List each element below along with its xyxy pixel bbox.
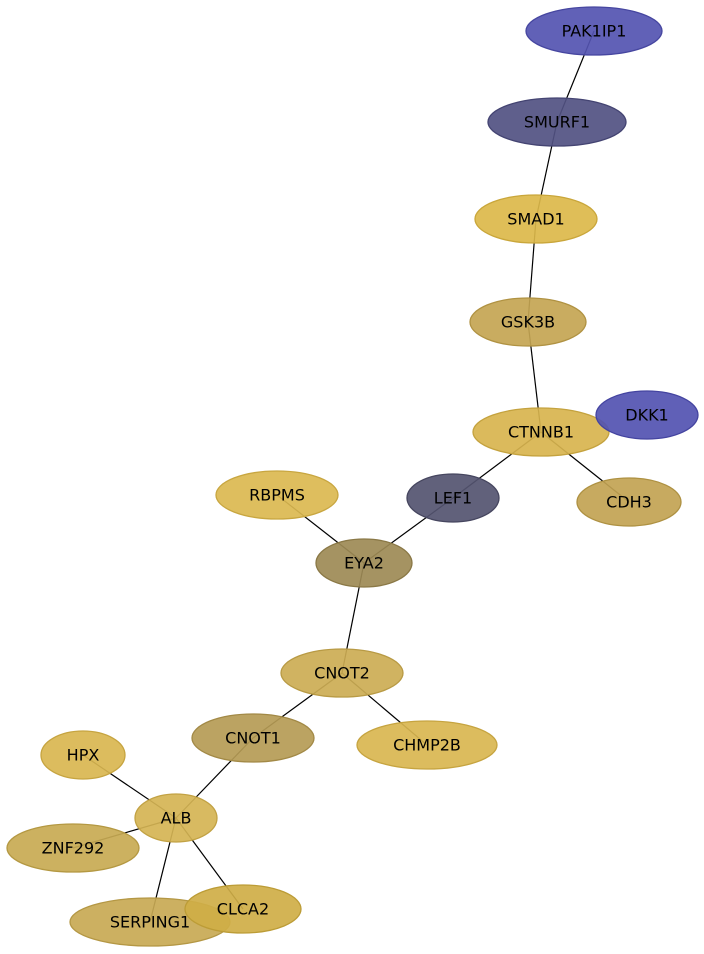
node-shape-dkk1 [595,390,699,440]
node-shape-eya2 [315,538,413,588]
node-label-chmp2b: CHMP2B [393,736,461,755]
node-shape-lef1 [406,473,500,523]
node-eya2[interactable]: EYA2 [315,538,413,588]
node-label-clca2: CLCA2 [217,900,269,919]
node-shape-hpx [40,730,126,780]
node-label-serping1: SERPING1 [110,913,190,932]
node-ctnnb1[interactable]: CTNNB1 [472,407,610,457]
node-smad1[interactable]: SMAD1 [474,194,598,244]
node-label-cnot1: CNOT1 [225,729,281,748]
node-shape-ctnnb1 [472,407,610,457]
node-label-hpx: HPX [67,746,100,765]
node-label-rbpms: RBPMS [249,486,305,505]
node-cnot2[interactable]: CNOT2 [280,648,404,698]
node-znf292[interactable]: ZNF292 [6,823,140,873]
node-label-smurf1: SMURF1 [524,113,590,132]
node-shape-alb [134,793,218,843]
node-shape-gsk3b [469,297,587,347]
node-label-smad1: SMAD1 [507,210,564,229]
node-clca2[interactable]: CLCA2 [184,884,302,934]
node-label-eya2: EYA2 [344,554,384,573]
node-label-cnot2: CNOT2 [314,664,370,683]
node-label-ctnnb1: CTNNB1 [508,423,574,442]
node-cdh3[interactable]: CDH3 [576,477,682,527]
node-chmp2b[interactable]: CHMP2B [356,720,498,770]
node-shape-cnot1 [191,713,315,763]
node-shape-rbpms [215,470,339,520]
node-shape-znf292 [6,823,140,873]
node-label-pak1ip1: PAK1IP1 [562,22,627,41]
node-label-znf292: ZNF292 [42,839,105,858]
node-dkk1[interactable]: DKK1 [595,390,699,440]
node-alb[interactable]: ALB [134,793,218,843]
node-label-lef1: LEF1 [434,489,472,508]
node-gsk3b[interactable]: GSK3B [469,297,587,347]
node-shape-clca2 [184,884,302,934]
node-rbpms[interactable]: RBPMS [215,470,339,520]
node-label-dkk1: DKK1 [625,406,668,425]
node-cnot1[interactable]: CNOT1 [191,713,315,763]
node-label-cdh3: CDH3 [606,493,652,512]
node-label-gsk3b: GSK3B [501,313,555,332]
edges-layer [72,30,630,923]
node-label-alb: ALB [161,809,192,828]
node-lef1[interactable]: LEF1 [406,473,500,523]
node-shape-pak1ip1 [525,6,663,56]
node-smurf1[interactable]: SMURF1 [487,97,627,147]
node-hpx[interactable]: HPX [40,730,126,780]
node-shape-cdh3 [576,477,682,527]
node-pak1ip1[interactable]: PAK1IP1 [525,6,663,56]
node-shape-cnot2 [280,648,404,698]
node-shape-chmp2b [356,720,498,770]
node-shape-smad1 [474,194,598,244]
node-shape-smurf1 [487,97,627,147]
